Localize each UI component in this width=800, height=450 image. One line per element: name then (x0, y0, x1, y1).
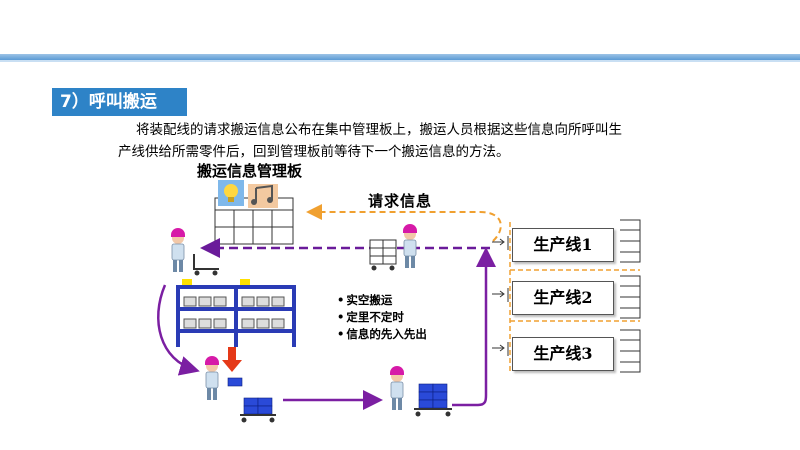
production-line-2: 生产线2 (512, 281, 614, 315)
feature-list: 实空搬运 定里不定时 信息的先入先出 (337, 292, 427, 343)
description-line-2: 产线供给所需零件后，回到管理板前等待下一个搬运信息的方法。 (118, 144, 510, 160)
request-info-arrow (306, 204, 502, 242)
feature-item: 定里不定时 (337, 309, 427, 326)
line-input-arrows (492, 236, 509, 356)
worker-icon (170, 227, 186, 273)
production-line-frame (509, 222, 640, 372)
loaded-cart-icon (240, 397, 276, 423)
production-line-3: 生产线3 (512, 337, 614, 371)
loop-arrow-up (452, 247, 496, 407)
worker-icon (402, 223, 418, 269)
box-icon (227, 377, 243, 387)
loaded-cart-icon (414, 383, 452, 417)
music-note-icon (248, 184, 278, 208)
feature-item: 信息的先入先出 (337, 326, 427, 343)
header-bar (0, 54, 800, 60)
loop-arrow-down (157, 284, 200, 376)
feature-item: 实空搬运 (337, 292, 427, 309)
description-line-1: 将装配线的请求搬运信息公布在集中管理板上，搬运人员根据这些信息向所呼叫生 (136, 122, 622, 138)
worker-icon (389, 365, 405, 411)
production-line-1: 生产线1 (512, 228, 614, 262)
cart-icon (193, 254, 219, 276)
shelf-icon (176, 279, 296, 347)
section-title: 7）呼叫搬运 (52, 88, 187, 116)
pick-arrow-icon (222, 347, 242, 372)
empty-cart-icon (369, 239, 397, 271)
worker-icon (204, 355, 220, 401)
request-info-label: 请求信息 (368, 192, 433, 210)
header-bar-accent (0, 60, 800, 62)
board-title: 搬运信息管理板 (197, 162, 303, 180)
description: 将装配线的请求搬运信息公布在集中管理板上，搬运人员根据这些信息向所呼叫生 产线供… (118, 119, 708, 163)
lightbulb-icon (218, 180, 244, 206)
conveyor-stripes (620, 219, 641, 373)
